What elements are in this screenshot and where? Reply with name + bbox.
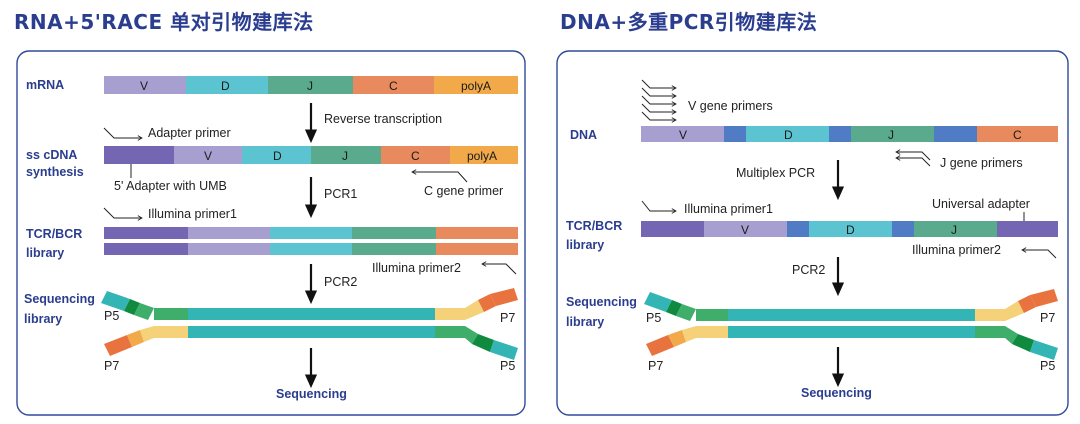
dna-segment-j bbox=[851, 126, 934, 142]
row-label-seq-2-right: library bbox=[566, 315, 604, 329]
label-p7-bottom-right: P7 bbox=[648, 359, 663, 373]
tcr-library-strand-bottom-left bbox=[104, 243, 518, 255]
c-gene-primer-arrow bbox=[411, 169, 468, 183]
row-label-tcr-1-right: TCR/BCR bbox=[566, 219, 622, 233]
tcr-right-label-v: V bbox=[741, 223, 749, 237]
dna-label-d: D bbox=[784, 128, 793, 142]
dna-segment-blue3 bbox=[934, 126, 977, 142]
row-label-seq-1-right: Sequencing bbox=[566, 295, 637, 309]
mrna-strand: V D J C polyA bbox=[104, 76, 518, 94]
sscdna-label-v: V bbox=[204, 149, 212, 163]
dna-segment-blue1 bbox=[724, 126, 746, 142]
mrna-segment-c bbox=[353, 76, 434, 94]
label-illumina-primer1-right: Illumina primer1 bbox=[684, 202, 773, 216]
mrna-segment-v bbox=[104, 76, 186, 94]
label-multiplex-pcr: Multiplex PCR bbox=[736, 166, 815, 180]
tcr-library-strand-right: V D J bbox=[641, 221, 1058, 237]
label-adapter-umb: 5' Adapter with UMB bbox=[114, 179, 227, 193]
illumina-primer1-arrow-left bbox=[103, 207, 143, 221]
row-label-seq-2-left: library bbox=[24, 312, 62, 326]
mrna-label-d: D bbox=[221, 79, 230, 93]
sscdna-label-d: D bbox=[273, 149, 282, 163]
right-panel-title: DNA+多重PCR引物建库法 bbox=[560, 10, 818, 34]
sscdna-segment-adapter bbox=[104, 146, 174, 164]
label-p5-bottom-right: P5 bbox=[1040, 359, 1055, 373]
sscdna-segment-d bbox=[242, 146, 311, 164]
label-p5-bottom-left: P5 bbox=[500, 359, 515, 373]
sscdna-strand: V D J C polyA bbox=[104, 146, 518, 164]
label-pcr2-right: PCR2 bbox=[792, 263, 825, 277]
illumina-primer1-arrow-right bbox=[641, 200, 677, 214]
left-panel-title: RNA+5'RACE 单对引物建库法 bbox=[14, 10, 314, 34]
label-sequencing-right: Sequencing bbox=[801, 386, 872, 400]
row-label-tcr-1-left: TCR/BCR bbox=[26, 227, 82, 241]
v-gene-primers-arrows bbox=[641, 79, 677, 123]
j-gene-primers-arrows bbox=[895, 149, 931, 167]
tcr-right-label-j: J bbox=[951, 223, 957, 237]
sscdna-segment-v bbox=[174, 146, 242, 164]
label-sequencing-left: Sequencing bbox=[276, 387, 347, 401]
dna-label-j: J bbox=[888, 128, 894, 142]
mrna-segment-polya bbox=[434, 76, 518, 94]
sscdna-segment-polya bbox=[450, 146, 518, 164]
row-label-tcr-2-right: library bbox=[566, 238, 604, 252]
sequencing-library-bottom-right bbox=[646, 326, 1058, 360]
label-p5-top-left: P5 bbox=[104, 309, 119, 323]
dna-segment-c bbox=[977, 126, 1058, 142]
dna-segment-v bbox=[641, 126, 724, 142]
sscdna-label-polya: polyA bbox=[467, 149, 497, 163]
sequencing-library-top-left bbox=[101, 288, 518, 320]
label-p7-bottom-left: P7 bbox=[104, 359, 119, 373]
dna-segment-blue2 bbox=[829, 126, 851, 142]
illumina-primer2-arrow-left bbox=[481, 261, 517, 275]
label-illumina-primer2-right: Illumina primer2 bbox=[912, 243, 1001, 257]
row-label-mrna: mRNA bbox=[26, 78, 64, 92]
mrna-segment-j bbox=[268, 76, 353, 94]
tcr-library-strand-top-left bbox=[104, 227, 518, 239]
label-v-gene-primers: V gene primers bbox=[688, 99, 773, 113]
mrna-segment-d bbox=[186, 76, 268, 94]
label-adapter-primer: Adapter primer bbox=[148, 126, 231, 140]
sscdna-label-j: J bbox=[342, 149, 348, 163]
illumina-primer2-arrow-right bbox=[1021, 247, 1057, 259]
sscdna-segment-j bbox=[311, 146, 381, 164]
label-c-gene-primer: C gene primer bbox=[424, 184, 503, 198]
label-j-gene-primers: J gene primers bbox=[940, 156, 1023, 170]
label-p7-top-right: P7 bbox=[1040, 311, 1055, 325]
sscdna-label-c: C bbox=[411, 149, 420, 163]
sequencing-library-bottom-left bbox=[104, 326, 518, 360]
label-illumina-primer2-left: Illumina primer2 bbox=[372, 261, 461, 275]
row-label-tcr-2-left: library bbox=[26, 246, 64, 260]
label-p5-top-right: P5 bbox=[646, 311, 661, 325]
row-label-seq-1-left: Sequencing bbox=[24, 292, 95, 306]
sequencing-library-top-right bbox=[644, 289, 1058, 321]
dna-strand: V D J C bbox=[641, 126, 1058, 142]
label-p7-top-left: P7 bbox=[500, 311, 515, 325]
mrna-label-polya: polyA bbox=[461, 79, 491, 93]
label-reverse-transcription: Reverse transcription bbox=[324, 112, 442, 126]
row-label-dna: DNA bbox=[570, 128, 597, 142]
row-label-sscdna-1: ss cDNA bbox=[26, 148, 77, 162]
label-illumina-primer1-left: Illumina primer1 bbox=[148, 207, 237, 221]
dna-segment-d bbox=[746, 126, 829, 142]
dna-label-v: V bbox=[679, 128, 687, 142]
row-label-sscdna-2: synthesis bbox=[26, 165, 84, 179]
dna-label-c: C bbox=[1013, 128, 1022, 142]
label-pcr1: PCR1 bbox=[324, 187, 357, 201]
mrna-label-c: C bbox=[389, 79, 398, 93]
sscdna-segment-c bbox=[381, 146, 450, 164]
label-pcr2-left: PCR2 bbox=[324, 275, 357, 289]
adapter-primer-arrow bbox=[103, 127, 143, 141]
tcr-right-label-d: D bbox=[846, 223, 855, 237]
mrna-label-j: J bbox=[307, 79, 313, 93]
label-universal-adapter: Universal adapter bbox=[932, 197, 1030, 211]
mrna-label-v: V bbox=[140, 79, 148, 93]
